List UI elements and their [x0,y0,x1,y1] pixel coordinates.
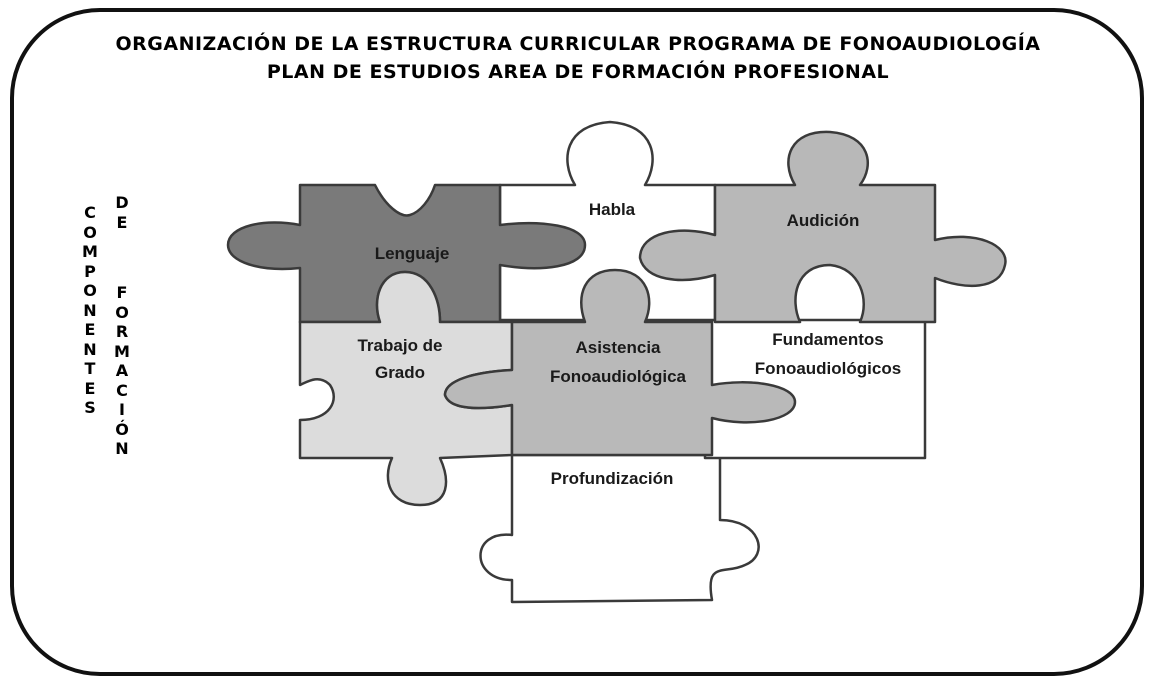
piece-asistencia [443,268,797,457]
vertical-letter: O [83,281,97,300]
label-trabajo-line-2: Grado [375,363,425,382]
vertical-letter: D [115,193,129,212]
vertical-letter: R [115,322,129,341]
label-lenguaje: Lenguaje [375,244,450,263]
vertical-letter: E [84,320,96,339]
label-audicion: Audición [787,211,860,230]
vertical-letter: E [84,378,96,398]
vertical-letter: M [114,341,130,361]
vertical-letter: N [83,339,97,359]
vertical-letter: C [84,203,96,222]
vertical-letter: I [119,400,125,419]
vertical-letter: A [115,361,129,380]
vertical-letter: O [115,302,129,322]
rounded-frame [10,8,1144,676]
vertical-letter: M [82,242,98,261]
vertical-letter: S [84,398,96,417]
vertical-letter: E [116,212,128,232]
vertical-letter: N [83,300,97,320]
label-asistencia-line-1: Asistencia [575,338,661,357]
label-profundizacion: Profundización [551,469,674,488]
vertical-letter: N [115,439,129,458]
label-fundamentos-line-1: Fundamentos [772,330,883,349]
vertical-letter: C [116,380,128,400]
vertical-letter: F [116,283,128,302]
piece-profundizacion [479,453,760,604]
label-habla: Habla [589,200,636,219]
title-line-2: PLAN DE ESTUDIOS AREA DE FORMACIÓN PROFE… [266,61,890,83]
piece-audicion [638,130,1007,324]
title-line-1: ORGANIZACIÓN DE LA ESTRUCTURA CURRICULAR… [115,33,1041,55]
vertical-letter: T [84,359,96,378]
label-trabajo-line-1: Trabajo de [357,336,442,355]
label-fundamentos-line-2: Fonoaudiológicos [755,359,901,378]
vertical-letter: P [84,261,96,281]
vertical-letter: Ó [115,419,129,439]
label-asistencia-line-2: Fonoaudiológica [550,367,687,386]
vertical-letter: O [83,222,97,242]
